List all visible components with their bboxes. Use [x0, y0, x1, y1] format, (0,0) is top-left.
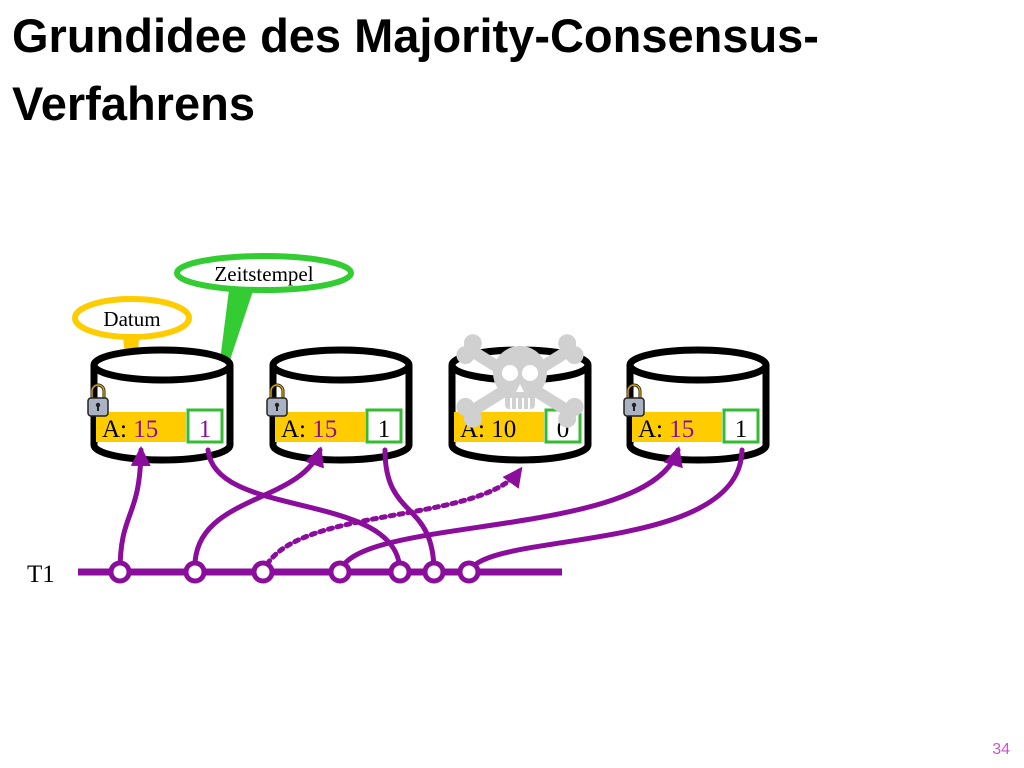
callout-zeitstempel-text: Zeitstempel [214, 262, 313, 286]
skull-crossbones-icon [456, 334, 584, 428]
page-title: Grundidee des Majority-Consensus- Verfah… [12, 2, 1012, 138]
timeline-node-1 [108, 560, 132, 584]
value-text: A: 10 [460, 416, 516, 443]
page-number: 34 [992, 741, 1010, 758]
database-replica-1: A: 15 1 [86, 346, 234, 464]
value-box [275, 412, 365, 442]
link-op5-db1-timestamp [205, 447, 403, 575]
value-label: A: [638, 416, 669, 443]
link-op7-db4-timestamp [466, 447, 745, 575]
timeline-node-3 [251, 560, 275, 584]
value-text: A: 15 [638, 416, 694, 443]
timestamp-text: 1 [735, 416, 748, 443]
timestamp-text: 1 [199, 416, 212, 443]
timeline-node-7 [457, 560, 481, 584]
title-line-2: Verfahrens [12, 77, 255, 130]
timeline-node-6 [422, 560, 446, 584]
database-replica-4: A: 15 1 [622, 346, 770, 464]
callout-datum-text: Datum [103, 307, 160, 331]
value-label: A: [102, 416, 133, 443]
value-box [96, 412, 186, 442]
timestamp-box [722, 408, 760, 444]
timeline-node-4 [328, 560, 352, 584]
timestamp-box [186, 408, 224, 444]
value-label: A: [281, 416, 312, 443]
timestamp-box [365, 408, 403, 444]
transaction-timeline: T1 [27, 560, 562, 588]
link-op1-db1-value [117, 446, 151, 575]
database-replica-2: A: 15 1 [265, 346, 413, 464]
value-text: A: 15 [102, 416, 158, 443]
link-op4-db4-value [337, 446, 683, 575]
value-number: 15 [312, 416, 337, 443]
transaction-label: T1 [27, 561, 55, 588]
timeline-node-2 [183, 560, 207, 584]
link-op6-db2-timestamp [382, 447, 437, 575]
timestamp-text: 1 [378, 416, 391, 443]
value-number: 15 [669, 416, 694, 443]
value-box [632, 412, 722, 442]
title-line-1: Grundidee des Majority-Consensus- [12, 9, 819, 62]
value-number: 15 [133, 416, 158, 443]
link-op2-db2-value [192, 446, 324, 575]
value-number: 10 [491, 416, 516, 443]
timeline-node-5 [388, 560, 412, 584]
link-op3-db3-failed [260, 466, 523, 575]
value-text: A: 15 [281, 416, 337, 443]
